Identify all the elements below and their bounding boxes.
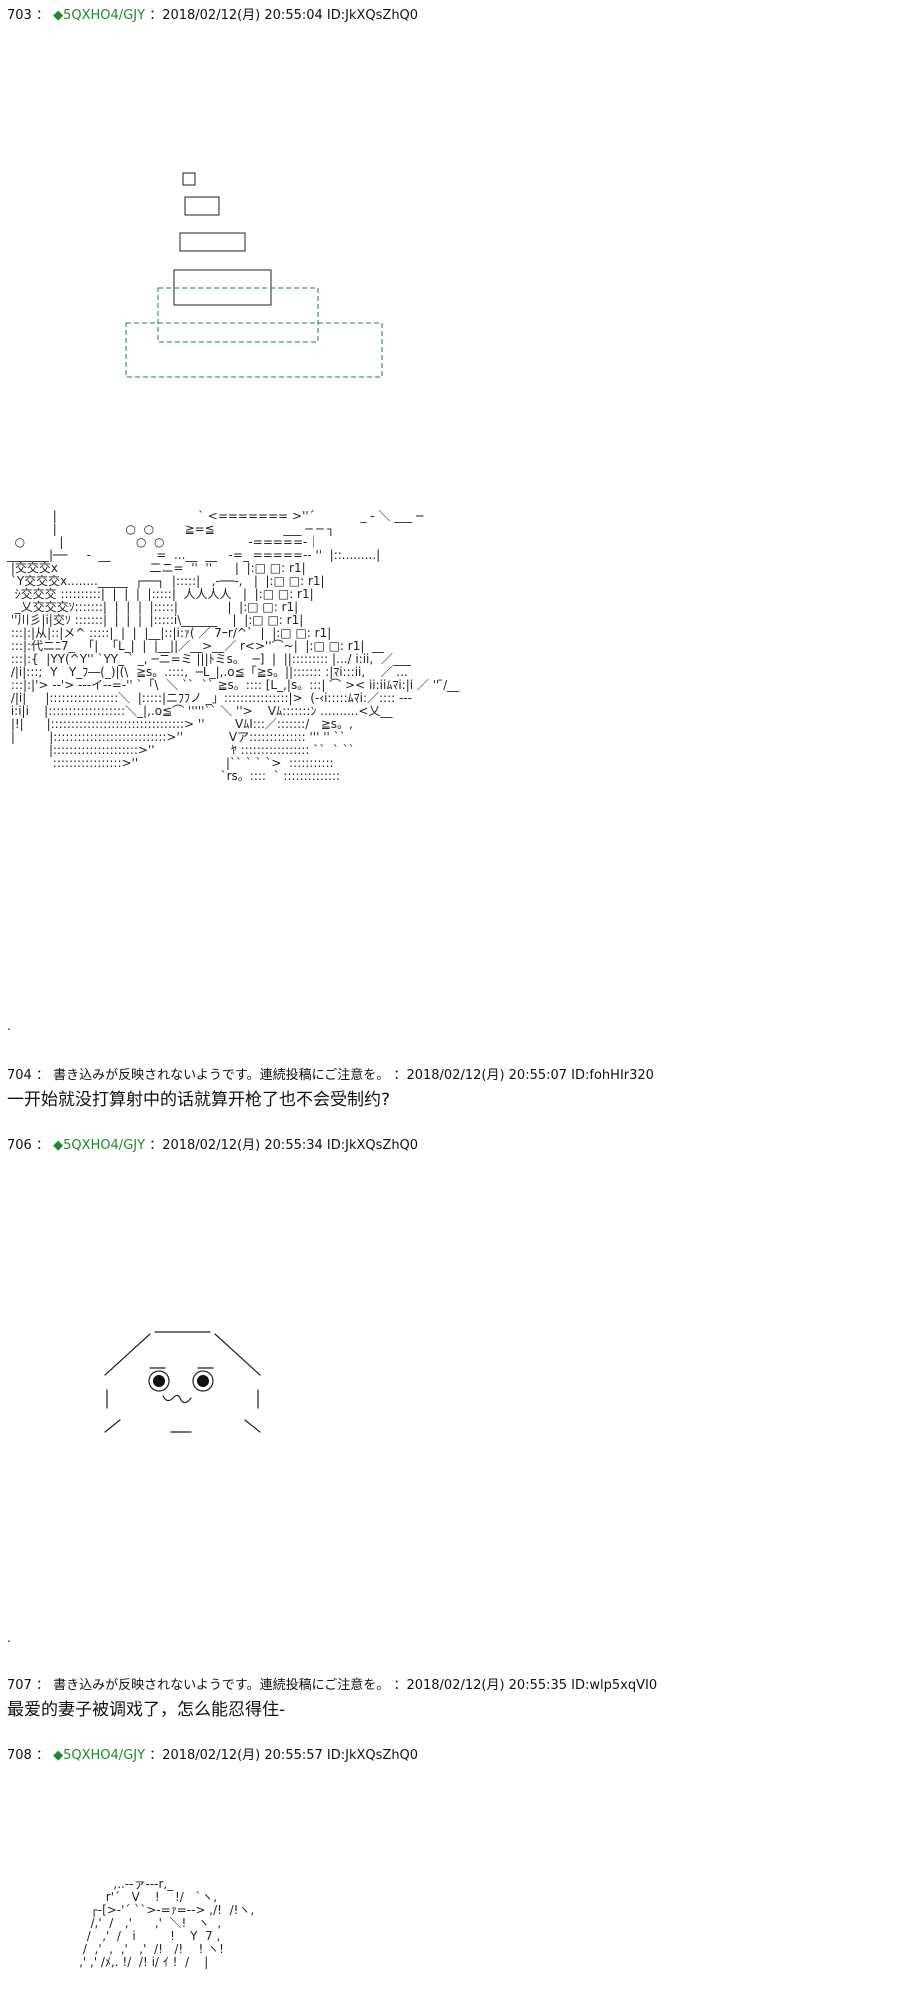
post-number: 708 (7, 1748, 32, 1763)
ascii-art-hair: ,..-‐ァ-‐-r,_ r'´ V ! !/ `ヽ, ┌-[>-'´ ``>-… (79, 1877, 255, 1969)
eye-right-pupil (197, 1375, 209, 1387)
post-date-id: ：2018/02/12(月) 20:55:35 ID:wlp5xqVI0 (393, 1678, 658, 1693)
box-3 (179, 232, 246, 252)
post-header-708: 708 ： ◆5QXHO4/GJY ：2018/02/12(月) 20:55:5… (7, 1748, 418, 1764)
head-right-upper (214, 1333, 261, 1376)
face-art (104, 1331, 261, 1433)
separator-dot: . (7, 1019, 11, 1033)
nose-mouth (162, 1394, 192, 1404)
box-2 (184, 196, 220, 216)
post-number: 703 (7, 8, 32, 23)
post-separator: ： (35, 1068, 49, 1083)
poster-trip[interactable]: ◆5QXHO4/GJY (53, 8, 146, 23)
box-1 (182, 172, 196, 186)
eye-left-pupil (153, 1375, 165, 1387)
post-separator: ： (35, 1748, 49, 1763)
post-separator: ： (35, 1138, 49, 1153)
post-date-id: ：2018/02/12(月) 20:55:07 ID:fohHIr320 (393, 1068, 654, 1083)
post-date-id: ：2018/02/12(月) 20:55:04 ID:JkXQsZhQ0 (149, 8, 419, 23)
post-header-707: 707 ： 書き込みが反映されないようです。連続投稿にご注意を。 ：2018/0… (7, 1678, 657, 1694)
cheek-left (104, 1419, 121, 1433)
separator-dot: . (7, 1631, 11, 1645)
post-number: 706 (7, 1138, 32, 1153)
box-6 (125, 322, 383, 378)
poster-trip[interactable]: ◆5QXHO4/GJY (53, 1138, 146, 1153)
eye-left-ring (148, 1370, 170, 1392)
post-separator: ： (35, 1678, 49, 1693)
post-header-706: 706 ： ◆5QXHO4/GJY ：2018/02/12(月) 20:55:3… (7, 1138, 418, 1154)
post-header-704: 704 ： 書き込みが反映されないようです。連続投稿にご注意を。 ：2018/0… (7, 1068, 654, 1084)
post-date-id: ：2018/02/12(月) 20:55:57 ID:JkXQsZhQ0 (149, 1748, 419, 1763)
post-number: 707 (7, 1678, 32, 1693)
stacked-boxes-art (125, 172, 383, 378)
eye-right-ring (192, 1370, 214, 1392)
ascii-art-city-scene: | ` <======= >''´ _ - ＼ ___ ─ | ○ ○ ≧=≦ … (7, 509, 460, 783)
cheek-right (244, 1419, 261, 1433)
poster-trip[interactable]: ◆5QXHO4/GJY (53, 1748, 146, 1763)
box-5 (157, 287, 319, 343)
head-left-upper (104, 1333, 151, 1376)
post-separator: ： (35, 8, 49, 23)
post-header-703: 703 ： ◆5QXHO4/GJY ：2018/02/12(月) 20:55:0… (7, 8, 418, 24)
post-date-id: ：2018/02/12(月) 20:55:34 ID:JkXQsZhQ0 (149, 1138, 419, 1153)
post-body-704: 一开始就没打算射中的话就算开枪了也不会受制约? (7, 1090, 391, 1110)
post-body-707: 最爱的妻子被调戏了，怎么能忍得住- (7, 1700, 286, 1720)
poster-name: 書き込みが反映されないようです。連続投稿にご注意を。 (53, 1678, 390, 1693)
post-number: 704 (7, 1068, 32, 1083)
poster-name: 書き込みが反映されないようです。連続投稿にご注意を。 (53, 1068, 390, 1083)
